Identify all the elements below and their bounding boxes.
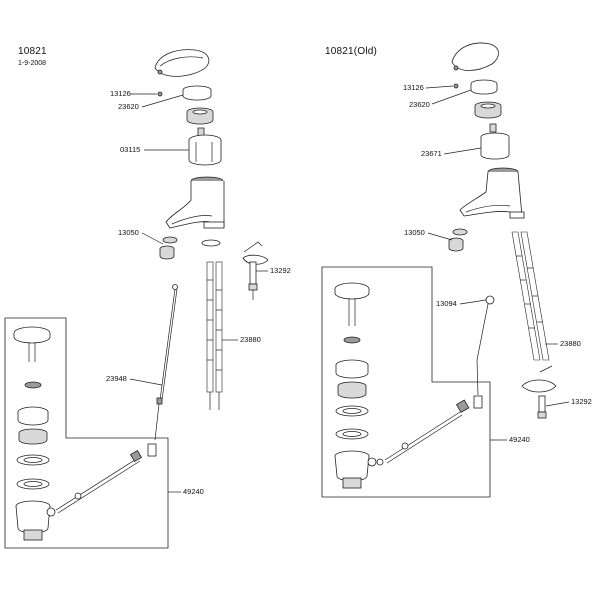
left-washer-2 [23,457,43,463]
right-lift-rod-13094 [476,295,495,396]
left-label-13292: 13292 [270,266,291,275]
left-drain-box [4,317,169,549]
right-label-23671: 23671 [421,149,442,158]
left-label-13050: 13050 [118,228,139,237]
right-hoses-23880 [511,231,550,361]
right-nut-ring [474,101,502,119]
left-screw-13126 [157,91,163,97]
right-cartridge-23671 [480,123,510,160]
left-label-23620: 23620 [118,102,139,111]
right-label-13094: 13094 [436,299,457,308]
left-label-23948: 23948 [106,374,127,383]
left-diagram-title: 10821 [18,46,47,57]
left-nut-ring [186,107,214,125]
right-drain-box [321,266,491,498]
right-screw-13126 [453,83,459,89]
left-aerator-13050 [159,236,178,260]
right-label-13126: 13126 [403,83,424,92]
left-lift-rod-23948 [154,284,178,441]
left-hoses-23880 [206,261,223,410]
left-drain-oring [24,381,42,389]
left-pivot-rod [55,443,157,514]
left-assembly [4,49,269,549]
left-leader-lines [129,93,268,493]
right-leader-lines [425,85,570,441]
left-cap-23620 [182,85,212,101]
right-washer-4 [342,431,362,437]
left-handle-lever [154,49,210,77]
right-pivot-rod [384,395,483,464]
right-label-13050: 13050 [404,228,425,237]
right-aerator-13050 [448,228,468,252]
right-assembly [321,42,570,498]
right-mounting-13292 [521,365,557,419]
right-drain-oring [343,336,361,344]
right-handle-lever [451,42,499,71]
left-diagram-date: 1-9-2008 [18,60,47,67]
right-faucet-body [459,167,525,219]
right-washer-2 [342,408,362,414]
right-diagram-title: 10821(Old) [325,46,378,57]
right-label-49240: 49240 [509,435,530,444]
right-drain-stopper [334,282,370,326]
left-label-13126: 13126 [110,89,131,98]
left-label-49240: 49240 [183,487,204,496]
left-cartridge-03115 [188,127,222,166]
right-label-23880: 23880 [560,339,581,348]
left-mounting-13292 [242,241,269,300]
left-drain-body [15,500,56,541]
left-label-03115: 03115 [120,145,141,154]
right-drain-body [334,450,384,489]
left-drain-flange [17,406,49,445]
left-washer-4 [23,481,43,487]
right-label-23620: 23620 [409,100,430,109]
left-label-23880: 23880 [240,335,261,344]
left-faucet-body [165,176,225,229]
right-cap-23620 [470,79,498,95]
right-drain-flange [335,359,369,399]
left-base-ring [201,239,221,247]
right-label-13292: 13292 [571,397,592,406]
left-drain-stopper [13,326,51,362]
